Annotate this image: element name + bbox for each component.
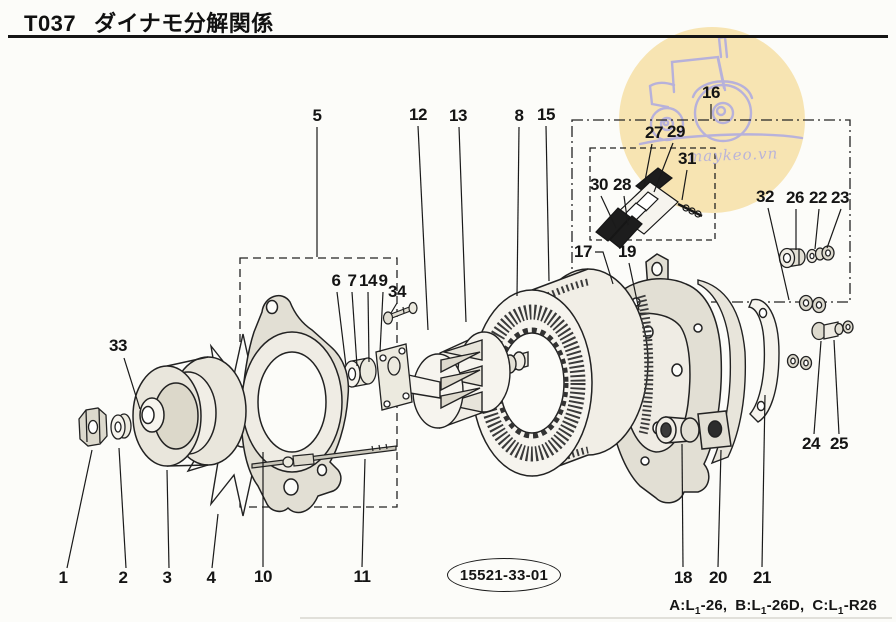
page-title-japanese: ダイナモ分解関係 bbox=[94, 11, 274, 36]
dashed-box-regulator bbox=[589, 147, 716, 241]
model-code-2: B:L1-26D, bbox=[735, 597, 805, 617]
pulley-drawing bbox=[132, 356, 247, 467]
part-number-text: 15521-33-01 bbox=[459, 566, 549, 584]
watermark-text: maykeo.vn bbox=[687, 144, 779, 166]
nut-drawing bbox=[78, 407, 108, 447]
model-code-3: C:L1-R26 bbox=[812, 597, 877, 617]
page-title: T037 ダイナモ分解関係 bbox=[24, 6, 274, 38]
rear-cover-drawing bbox=[697, 279, 747, 465]
terminal-hardware-drawing bbox=[778, 245, 854, 371]
stay-bracket-drawing bbox=[747, 298, 780, 423]
rotor-drawing bbox=[403, 331, 529, 429]
washer-drawing bbox=[110, 413, 132, 440]
part-number-oval: 15521-33-01 bbox=[447, 558, 561, 592]
bearing-retainer-drawing bbox=[375, 343, 413, 411]
stator-drawing bbox=[471, 268, 654, 477]
regulator-brush-drawing bbox=[595, 167, 703, 249]
dashed-box-rear-assy bbox=[571, 119, 851, 303]
dashed-boxes bbox=[239, 119, 851, 508]
models-note: A:L1-26, B:L1-26D, C:L1-R26 bbox=[669, 597, 877, 617]
leader-lines bbox=[66, 104, 842, 569]
dashed-box-bracket-assy bbox=[239, 257, 398, 508]
page-code: T037 bbox=[24, 11, 77, 36]
model-code-1: A:L1-26, bbox=[669, 597, 728, 617]
tractor-watermark-icon bbox=[638, 35, 804, 146]
watermark-circle bbox=[619, 27, 805, 213]
through-bolt-drawing bbox=[251, 443, 397, 469]
title-underline bbox=[8, 35, 888, 38]
front-bracket-drawing bbox=[240, 294, 350, 514]
retainer-bolt-drawing bbox=[382, 301, 418, 325]
